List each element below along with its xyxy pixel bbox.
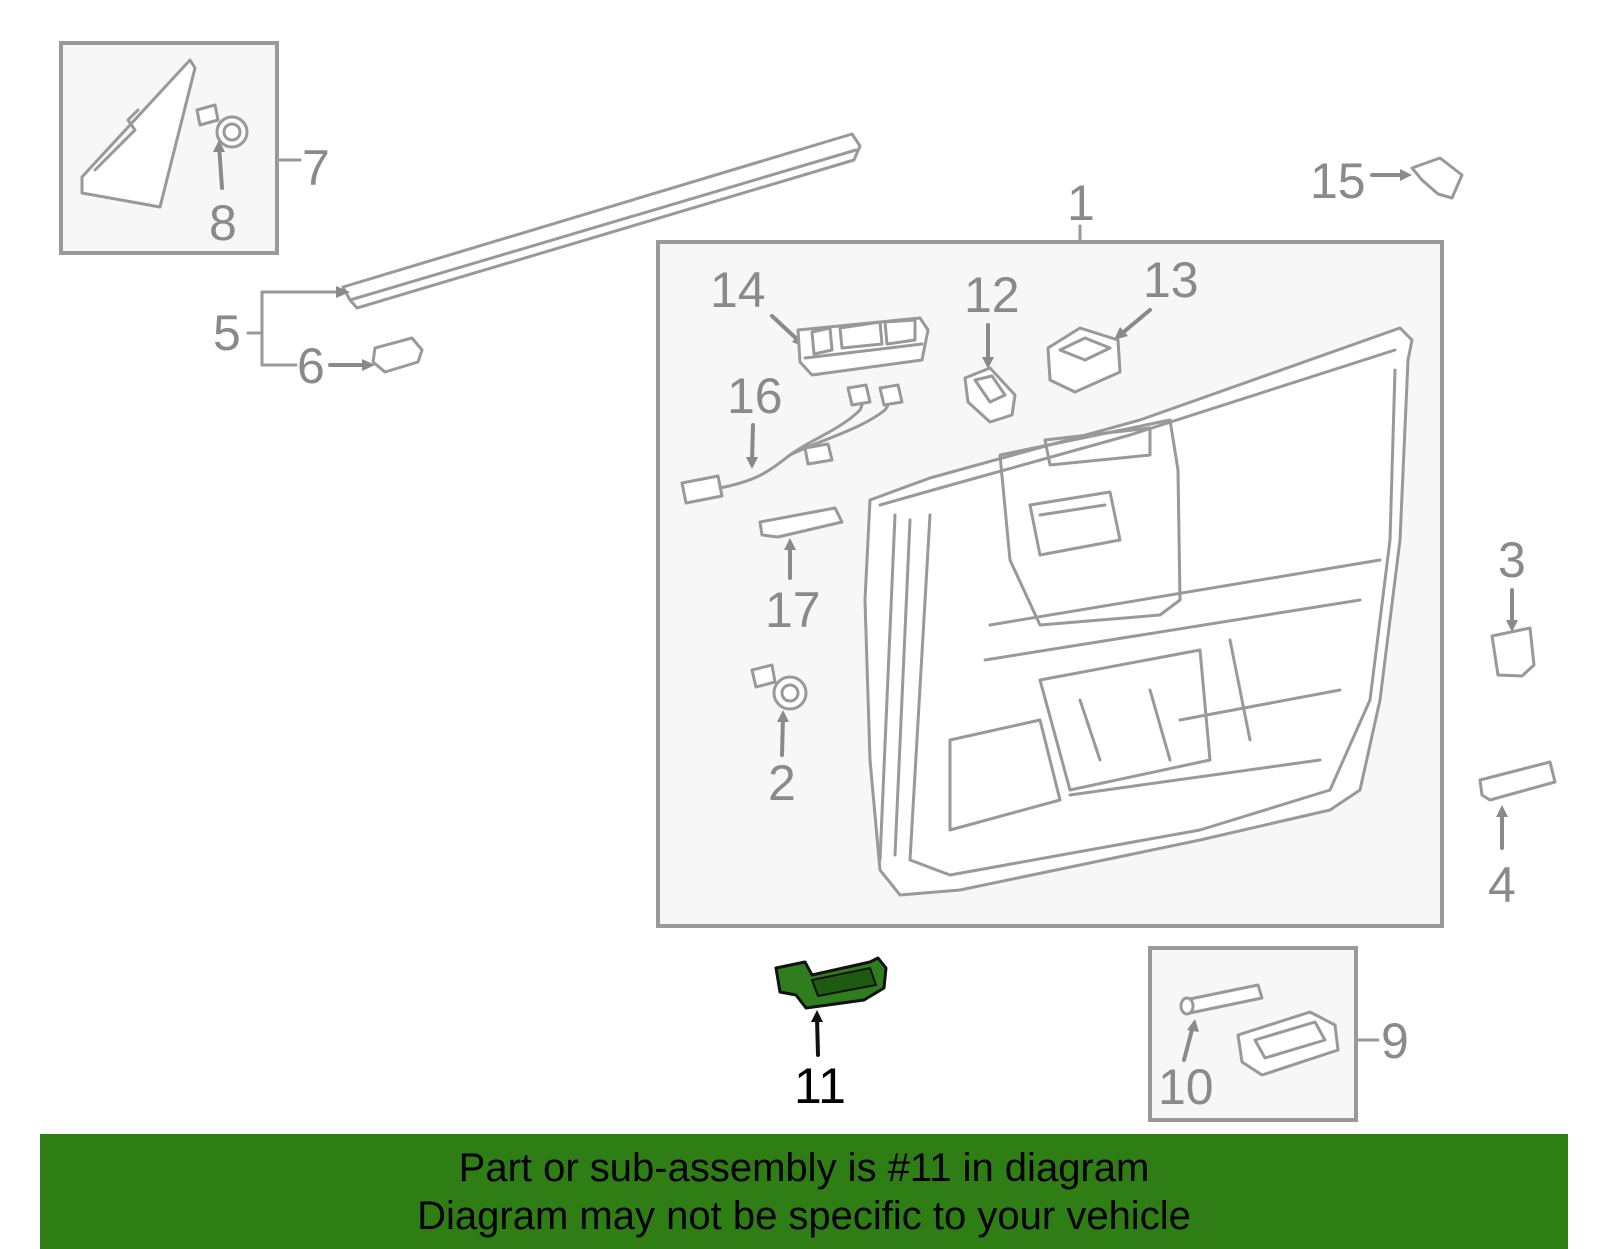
part-1-door-trim-panel bbox=[863, 326, 1414, 897]
callout-16: 16 bbox=[727, 368, 783, 424]
part-9-lamp bbox=[1236, 1010, 1340, 1077]
part-15-group: 15 bbox=[1310, 153, 1464, 209]
part-7-trim-piece bbox=[80, 58, 197, 209]
part-9-group: 10 9 bbox=[1148, 946, 1409, 1122]
part-3-clip bbox=[1490, 626, 1536, 678]
part-8-clip bbox=[195, 103, 249, 149]
callout-4: 4 bbox=[1488, 857, 1516, 913]
part-5-group: 5 6 bbox=[213, 132, 862, 394]
callout-15: 15 bbox=[1310, 153, 1366, 209]
callout-9: 9 bbox=[1381, 1013, 1409, 1069]
callout-10: 10 bbox=[1158, 1059, 1214, 1115]
part-12-group: 12 bbox=[963, 267, 1020, 424]
part-16-connector-c bbox=[878, 383, 904, 407]
part-13-group: 13 bbox=[1046, 252, 1199, 394]
callout-17: 17 bbox=[765, 582, 821, 638]
part-2-group: 2 bbox=[750, 663, 808, 811]
part-16-connector-a bbox=[680, 474, 724, 505]
banner-line-disclaimer: Diagram may not be specific to your vehi… bbox=[417, 1194, 1191, 1238]
part-14-group: 14 bbox=[710, 262, 930, 377]
callout-5: 5 bbox=[213, 305, 241, 361]
part-7-group: 7 8 bbox=[59, 41, 330, 255]
part-8-leader bbox=[217, 143, 224, 190]
callout-8: 8 bbox=[209, 195, 237, 251]
callout-14: 14 bbox=[710, 262, 766, 318]
part-4-group: 4 bbox=[1478, 760, 1557, 913]
part-3-group: 3 bbox=[1490, 532, 1536, 678]
part-4-strip bbox=[1478, 760, 1557, 802]
callout-13: 13 bbox=[1143, 252, 1199, 308]
info-banner: Part or sub-assembly is #11 in diagram D… bbox=[40, 1134, 1568, 1249]
part-16-group: 16 bbox=[680, 368, 904, 505]
part-6-clip bbox=[371, 336, 424, 374]
part-17-pad bbox=[758, 506, 844, 539]
callout-12: 12 bbox=[964, 267, 1020, 323]
callout-3: 3 bbox=[1498, 532, 1526, 588]
part-17-group: 17 bbox=[758, 506, 844, 638]
callout-2: 2 bbox=[768, 755, 796, 811]
callout-7: 7 bbox=[302, 140, 330, 196]
part-16-connector-b bbox=[846, 383, 872, 407]
callout-6: 6 bbox=[297, 338, 325, 394]
part-2-clip bbox=[750, 663, 777, 689]
part-15-clip bbox=[1410, 156, 1464, 200]
callout-11: 11 bbox=[794, 1058, 846, 1114]
part-16-connector-d bbox=[803, 442, 834, 466]
part-11-group: 11 bbox=[774, 956, 888, 1114]
callout-1: 1 bbox=[1067, 175, 1095, 231]
banner-line-part-number: Part or sub-assembly is #11 in diagram bbox=[458, 1146, 1150, 1190]
